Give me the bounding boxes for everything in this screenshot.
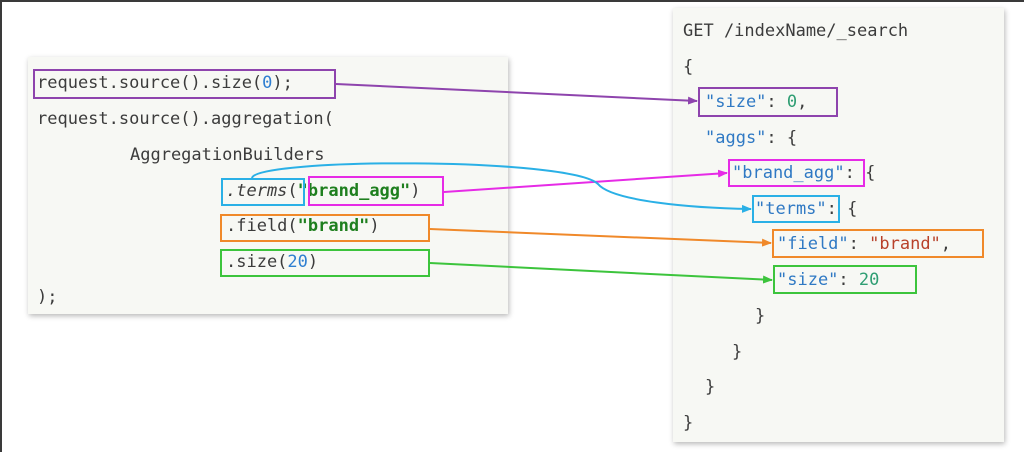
- dsl-close-brace-3: }: [705, 377, 716, 397]
- dsl-aggs-line: "aggs": {: [705, 128, 798, 148]
- dsl-inner-size-box: [773, 265, 917, 294]
- java-line-builders: AggregationBuilders: [130, 145, 325, 165]
- dsl-request-line: GET /indexName/_search: [683, 21, 909, 41]
- java-line-terms: .terms("brand_agg"): [226, 181, 421, 201]
- java-code-panel: request.source().size(0); request.source…: [28, 57, 508, 314]
- java-line-aggregation: request.source().aggregation(: [37, 109, 334, 129]
- java-size-box: [33, 69, 336, 99]
- field-connector-arrow: [429, 228, 772, 247]
- java-field-box: [220, 214, 430, 242]
- dsl-size-box: [698, 87, 838, 117]
- java-line-field: .field("brand"): [226, 216, 380, 236]
- dsl-close-brace-1: }: [755, 306, 766, 326]
- dsl-field-line: "field": "brand",: [777, 234, 952, 254]
- frame-top-border: [0, 0, 1024, 2]
- brand-agg-connector-arrow: [443, 169, 728, 193]
- size-connector-arrow: [335, 83, 698, 105]
- java-line-close: );: [37, 287, 58, 307]
- java-line-size-20: .size(20): [226, 252, 319, 272]
- java-line-size: request.source().size(0);: [37, 73, 293, 93]
- dsl-inner-size-line: "size": 20: [777, 270, 880, 290]
- java-inner-size-box: [220, 249, 430, 277]
- dsl-brand-agg-line: "brand_agg": {: [732, 163, 876, 183]
- dsl-json-panel: GET /indexName/_search { "size": 0, "agg…: [673, 8, 1004, 442]
- dsl-open-brace: {: [683, 57, 694, 77]
- dsl-terms-line: "terms": {: [755, 199, 858, 219]
- dsl-brand-agg-box: [728, 159, 865, 187]
- terms-connector-arrow: [251, 162, 752, 213]
- inner-size-connector-arrow: [429, 262, 773, 284]
- java-terms-box: [221, 178, 305, 206]
- frame-left-border: [0, 0, 2, 452]
- dsl-field-box: [772, 229, 984, 258]
- dsl-close-brace-2: }: [732, 342, 743, 362]
- dsl-size-line: "size": 0,: [705, 92, 808, 112]
- java-brand-agg-box: [308, 176, 444, 206]
- dsl-close-brace-4: }: [683, 413, 694, 433]
- dsl-terms-box: [752, 195, 840, 223]
